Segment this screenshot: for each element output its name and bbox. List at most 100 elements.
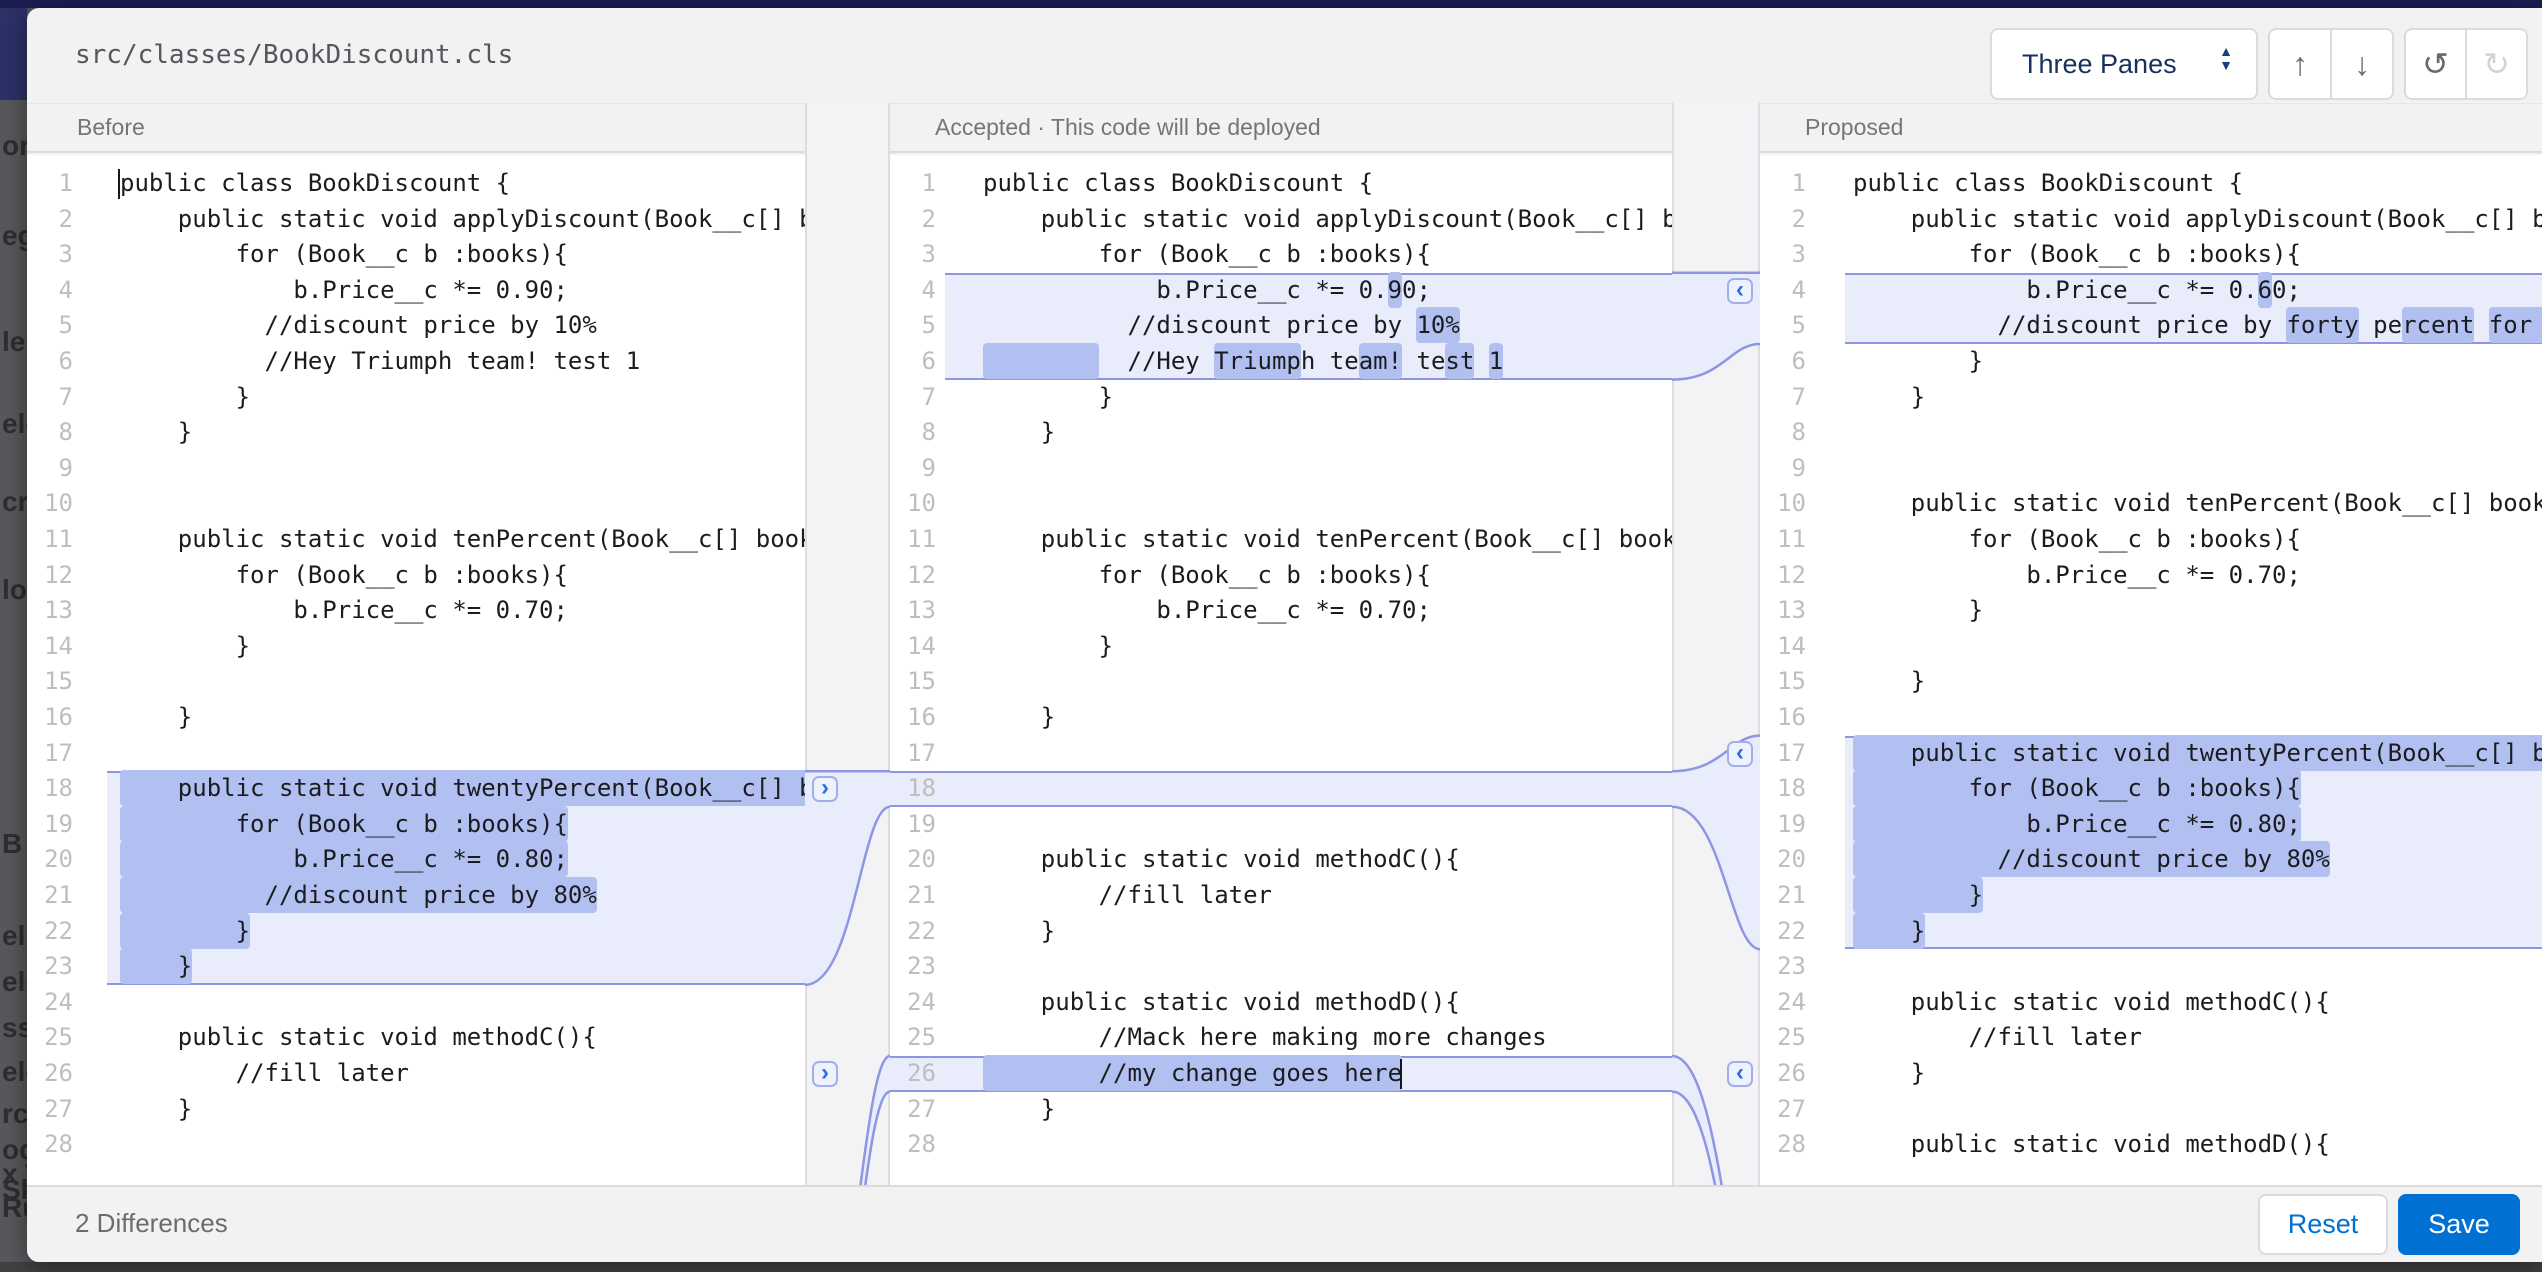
code-line[interactable]: 24 public static void methodC(){ [1760,985,2542,1021]
code-line[interactable]: 10 [27,486,805,522]
undo-button[interactable]: ↺ [2406,30,2465,98]
code-line[interactable]: 27 } [27,1092,805,1128]
code-line[interactable]: 22 } [890,914,1672,950]
code-line[interactable]: 5 //discount price by 10% [890,307,1672,344]
code-line[interactable]: 20 //discount price by 80% [1760,841,2542,878]
code-line[interactable]: 2 public static void applyDiscount(Book_… [890,202,1672,238]
code-line[interactable]: 26 } [1760,1056,2542,1092]
code-line[interactable]: 15 } [1760,664,2542,700]
code-line[interactable]: 3 for (Book__c b :books){ [890,237,1672,273]
code-line[interactable]: 6 //Hey Triumph team! test 1 [890,343,1672,380]
next-diff-button[interactable]: ↓ [2330,30,2392,98]
code-line[interactable]: 17 [27,736,805,772]
code-line[interactable]: 5 //discount price by forty percent for … [1760,307,2542,344]
copy-chunk-left-button[interactable]: ‹ [1727,277,1753,304]
copy-chunk-left-button[interactable]: ‹ [1727,740,1753,767]
code-line[interactable]: 20 public static void methodC(){ [890,842,1672,878]
code-line[interactable]: 4 b.Price__c *= 0.90; [27,273,805,309]
code-line[interactable]: 25 public static void methodC(){ [27,1020,805,1056]
code-line[interactable]: 18 public static void twentyPercent(Book… [27,770,805,807]
code-line[interactable]: 26 //my change goes here [890,1055,1672,1092]
code-line[interactable]: 16 } [890,700,1672,736]
code-line[interactable]: 9 [890,451,1672,487]
code-line[interactable]: 13 b.Price__c *= 0.70; [27,593,805,629]
copy-chunk-right-button[interactable]: › [812,1061,838,1087]
code-line[interactable]: 12 for (Book__c b :books){ [27,558,805,594]
code-line[interactable]: 23 [1760,949,2542,985]
code-line[interactable]: 21 //fill later [890,878,1672,914]
code-line[interactable]: 7 } [1760,380,2542,416]
code-line[interactable]: 12 for (Book__c b :books){ [890,558,1672,594]
code-line[interactable]: 13 b.Price__c *= 0.70; [890,593,1672,629]
code-line[interactable]: 18 for (Book__c b :books){ [1760,770,2542,807]
code-line[interactable]: 10 public static void tenPercent(Book__c… [1760,486,2542,522]
code-line[interactable]: 9 [27,451,805,487]
code-line[interactable]: 23 [890,949,1672,985]
code-line[interactable]: 24 public static void methodD(){ [890,985,1672,1021]
code-line[interactable]: 7 } [27,380,805,416]
reset-button[interactable]: Reset [2258,1194,2388,1255]
code-line[interactable]: 19 [890,807,1672,843]
code-line[interactable]: 4 b.Price__c *= 0.90; [890,271,1672,309]
code-line[interactable]: 22 } [1760,912,2542,950]
code-line[interactable]: 11 public static void tenPercent(Book__c… [890,522,1672,558]
code-line[interactable]: 8 [1760,415,2542,451]
code-line[interactable]: 7 } [890,380,1672,416]
code-line[interactable]: 27 } [890,1092,1672,1128]
code-line[interactable]: 12 b.Price__c *= 0.70; [1760,558,2542,594]
code-line[interactable]: 5 //discount price by 10% [27,308,805,344]
code-line[interactable]: 8 } [27,415,805,451]
code-line[interactable]: 24 [27,985,805,1021]
code-line[interactable]: 25 //fill later [1760,1020,2542,1056]
code-line[interactable]: 22 } [27,912,805,950]
code-line[interactable]: 6 } [1760,344,2542,380]
diff-mark: } [120,948,193,985]
copy-chunk-right-button[interactable]: › [812,776,838,803]
code-line[interactable]: 16 [1760,700,2542,736]
code-line[interactable]: 2 public static void applyDiscount(Book_… [27,202,805,238]
previous-diff-button[interactable]: ↑ [2270,30,2330,98]
code-line[interactable]: 19 b.Price__c *= 0.80; [1760,805,2542,843]
code-line[interactable]: 6 //Hey Triumph team! test 1 [27,344,805,380]
code-line[interactable]: 8 } [890,415,1672,451]
code-line[interactable]: 14 } [27,629,805,665]
code-line[interactable]: 18 [890,771,1672,807]
code-line[interactable]: 26 //fill later [27,1056,805,1092]
code-line[interactable]: 3 for (Book__c b :books){ [1760,237,2542,273]
code-line[interactable]: 13 } [1760,593,2542,629]
code-line[interactable]: 19 for (Book__c b :books){ [27,805,805,843]
code-line[interactable]: 11 public static void tenPercent(Book__c… [27,522,805,558]
code-line[interactable]: 21 //discount price by 80% [27,877,805,914]
code-line[interactable]: 10 [890,486,1672,522]
view-mode-select[interactable]: Three Panes ▲ ▼ [1990,28,2258,100]
code-line[interactable]: 23 } [27,948,805,985]
code-line[interactable]: 25 //Mack here making more changes [890,1020,1672,1056]
code-line[interactable]: 2 public static void applyDiscount(Book_… [1760,202,2542,238]
code-line[interactable]: 28 public static void methodD(){ [1760,1127,2542,1163]
code-line[interactable]: 28 [27,1127,805,1163]
code-line[interactable]: 21 } [1760,877,2542,914]
code-line[interactable]: 3 for (Book__c b :books){ [27,237,805,273]
code-line[interactable]: 28 [890,1127,1672,1163]
code-line[interactable]: 17 [890,736,1672,772]
code-line[interactable]: 15 [890,664,1672,700]
code-line[interactable]: 17 public static void twentyPercent(Book… [1760,734,2542,772]
code-line[interactable]: 15 [27,664,805,700]
redo-button[interactable]: ↻ [2465,30,2526,98]
code-line[interactable]: 14 [1760,629,2542,665]
code-line[interactable]: 20 b.Price__c *= 0.80; [27,841,805,878]
code-line[interactable]: 14 } [890,629,1672,665]
code-line[interactable]: 4 b.Price__c *= 0.60; [1760,271,2542,309]
save-button[interactable]: Save [2398,1194,2520,1255]
copy-chunk-left-button[interactable]: ‹ [1727,1061,1753,1087]
code-line[interactable]: 9 [1760,451,2542,487]
code-line[interactable]: 11 for (Book__c b :books){ [1760,522,2542,558]
code-line[interactable]: 27 [1760,1092,2542,1128]
code-line[interactable]: 16 } [27,700,805,736]
